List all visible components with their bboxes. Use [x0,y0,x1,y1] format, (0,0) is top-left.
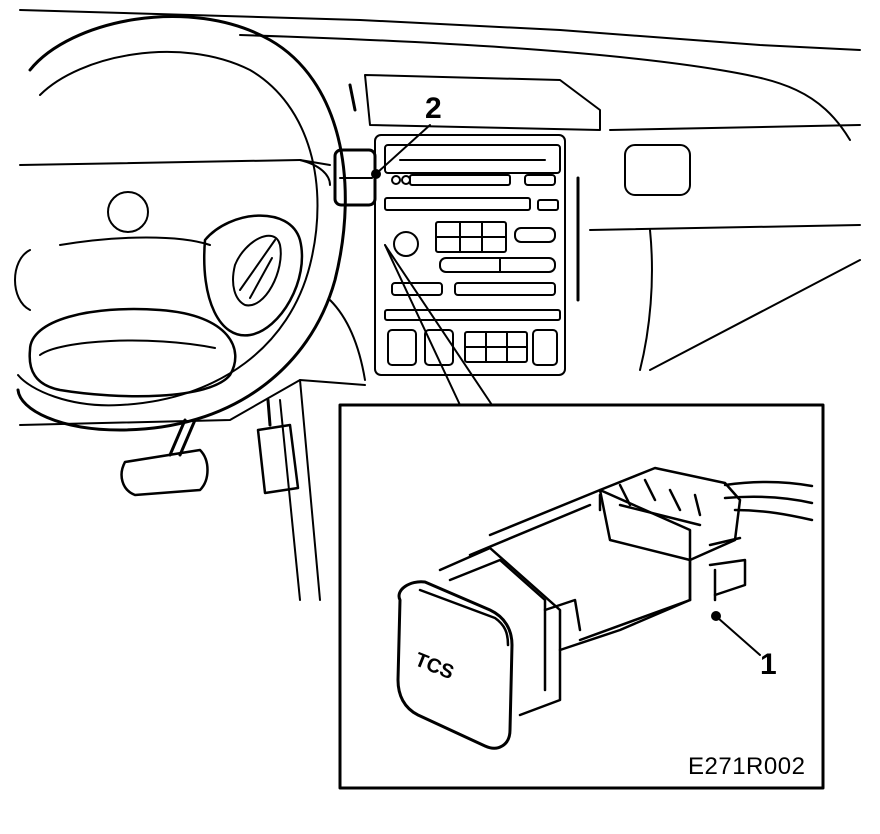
callout-1-leader [711,611,761,656]
magnifier-leader [384,244,493,406]
tcs-switch-illustration [396,466,814,750]
callout-2-leader [371,124,431,179]
center-console [348,74,601,376]
pedals [120,398,300,497]
detail-inset-frame [338,403,825,790]
figure-code: E271R002 [688,753,806,780]
steering-wheel [14,15,347,432]
callout-2-label: 2 [425,92,442,125]
callout-1-label: 1 [760,648,777,681]
dashboard-outline [19,9,861,601]
